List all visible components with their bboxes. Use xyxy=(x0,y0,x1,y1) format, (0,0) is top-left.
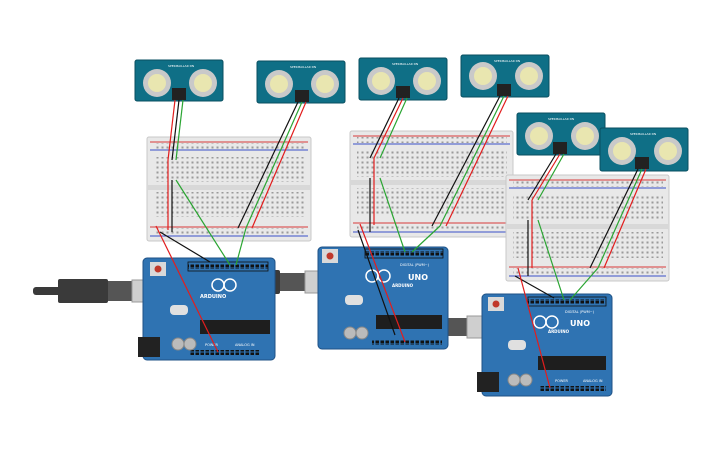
wire-green xyxy=(537,219,565,301)
wire-black xyxy=(357,229,396,336)
arduino-brand-3: ARDUINO xyxy=(548,329,570,334)
sensor-part-text-4: SPEKMAILLAR DN xyxy=(494,59,520,63)
ultrasonic-sensor-4: SPEKMAILLAR DN xyxy=(460,54,550,98)
wire-green xyxy=(379,177,406,253)
ultrasonic-sensor-3: SPEKMAILLAR DN xyxy=(358,57,448,101)
wire-green xyxy=(379,97,408,159)
wire-red xyxy=(155,225,219,353)
wire-red xyxy=(445,95,509,227)
wire-black xyxy=(589,168,639,269)
analog-label-3: ANALOG IN xyxy=(583,379,603,383)
wire-red xyxy=(373,97,404,159)
arduino-uno-3: DIGITAL (PWM~) UNO ARDUINO POWER ANALOG … xyxy=(477,293,613,397)
wire-black xyxy=(369,97,400,159)
wire-green xyxy=(597,168,643,269)
wire-green xyxy=(175,99,184,161)
sensor-part-text-1: SPEKMAILLAR DN xyxy=(168,64,194,68)
wire-black xyxy=(159,231,211,263)
wires xyxy=(155,95,647,389)
wire-red xyxy=(517,267,551,389)
arduino-uno-1: ARDUINO POWER ANALOG IN xyxy=(138,257,276,361)
wire-red xyxy=(531,153,561,201)
ultrasonic-sensor-5: SPEKMAILLAR DN xyxy=(516,112,606,156)
wire-red xyxy=(603,168,647,269)
wire-green xyxy=(245,101,303,229)
wire-green xyxy=(569,267,599,301)
arduino-brand-1: ARDUINO xyxy=(200,294,226,300)
wire-green xyxy=(411,225,441,253)
sensor-part-text-2: SPEKMAILLAR DN xyxy=(290,65,316,69)
power-label-3: POWER xyxy=(555,379,569,383)
arduino-model-3: UNO xyxy=(570,319,590,328)
ultrasonic-sensor-1: SPEKMAILLAR DN xyxy=(134,59,224,102)
wire-red xyxy=(359,223,406,343)
ultrasonic-sensor-2: SPEKMAILLAR DN xyxy=(256,60,346,104)
ultrasonic-sensor-6: SPEKMAILLAR DN xyxy=(599,127,689,172)
arduino-model-2: UNO xyxy=(408,273,428,282)
sensor-part-text-5: SPEKMAILLAR DN xyxy=(548,117,574,121)
wire-black xyxy=(237,101,299,229)
digital-label-3: DIGITAL (PWM~) xyxy=(565,310,595,314)
sensor-part-text-3: SPEKMAILLAR DN xyxy=(392,62,418,66)
arduino-brand-2: ARDUINO xyxy=(392,283,414,288)
power-label-1: POWER xyxy=(205,343,219,347)
breadboard-1 xyxy=(146,136,312,242)
digital-label-2: DIGITAL (PWM~) xyxy=(400,263,430,267)
wire-red xyxy=(167,99,176,161)
wire-green xyxy=(439,95,505,227)
wire-green xyxy=(175,179,231,266)
arduino-uno-2: DIGITAL (PWM~) UNO ARDUINO xyxy=(317,246,449,350)
sensor-part-text-6: SPEKMAILLAR DN xyxy=(630,132,656,136)
analog-label-1: ANALOG IN xyxy=(235,343,255,347)
wire-green xyxy=(235,227,247,266)
wire-red xyxy=(251,101,307,229)
breadboard-3 xyxy=(505,174,670,282)
wire-black xyxy=(431,95,501,227)
wire-green xyxy=(537,153,565,201)
wire-black xyxy=(527,153,557,201)
wire-black xyxy=(171,99,180,161)
